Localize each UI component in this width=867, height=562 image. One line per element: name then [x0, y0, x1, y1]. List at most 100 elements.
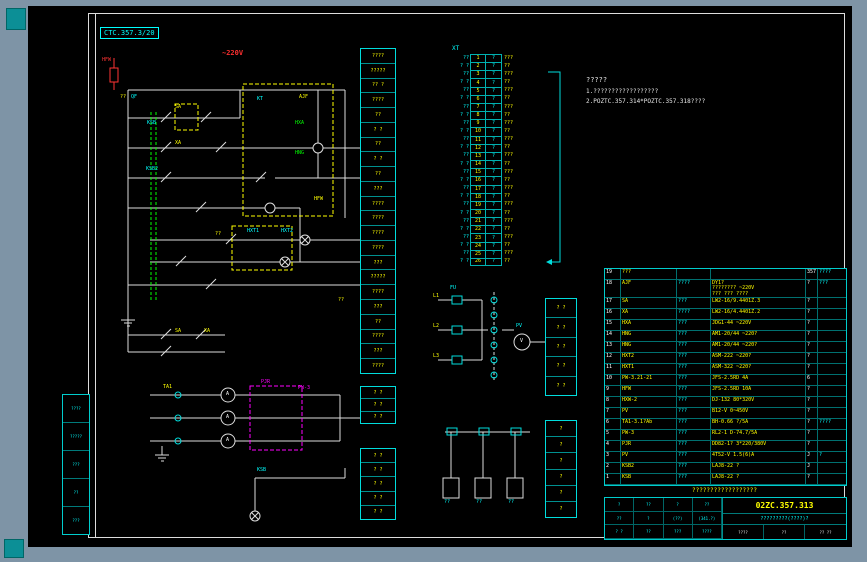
terminal-number: 15 [470, 168, 486, 177]
bom-row: 11 HXT1 ??? ASM-322 ~220? ? [605, 363, 846, 375]
terminal-cell: ????? [361, 64, 395, 79]
bom-code: HXW-2 [621, 396, 677, 407]
bom-name: ??? [677, 352, 711, 363]
terminal-cell: ? [546, 437, 576, 454]
bom-spec: AM1-20/44 ~220? [711, 341, 806, 352]
bom-note: ? [819, 451, 823, 458]
bom-spec: DD82-1? 3*220/380V [711, 440, 806, 451]
terminal-cell: ? ? [373, 414, 383, 421]
terminal-wire: ? [486, 249, 502, 258]
terminal-wire: ? [486, 200, 502, 209]
bom-qty: 357 [806, 269, 818, 279]
bom-spec: ASM-322 ~220? [711, 363, 806, 374]
terminal-table: ?? 1 ? ??? ? ? 2 ? ?? ?? 3 ? ??? ? ? 4 [450, 54, 546, 267]
terminal-cell: ? ? [373, 509, 383, 516]
bom-qty: ? [806, 341, 818, 352]
terminal-number: 13 [470, 151, 486, 161]
terminal-right-label: ?? [504, 242, 511, 249]
terminal-cell: ?? [361, 138, 395, 153]
terminal-cell: ???? [361, 93, 395, 109]
terminal-cell: ?? ? [361, 79, 395, 94]
note-line: 1.?????????????????? [586, 88, 659, 95]
terminal-right-label: ??? [504, 201, 514, 208]
bom-spec: JFS-2.5RD 10A [711, 385, 806, 396]
bom-qty: ? [806, 396, 818, 407]
terminal-number: 14 [470, 160, 486, 169]
bom-code: ??? [621, 269, 677, 279]
schematic-label: FU [450, 285, 457, 291]
schematic-label: XA [175, 140, 182, 146]
terminal-right-label: ??? [504, 87, 514, 94]
terminal-cell: ? ? [546, 338, 576, 358]
voltage-label: ~220V [222, 49, 244, 57]
revision-cell: ??? [63, 451, 89, 479]
bom-no: 19 [605, 269, 621, 279]
bom-qty: ? [806, 418, 818, 429]
bom-spec: JFS-2.5RD 4A [711, 374, 806, 385]
terminal-wire: ? [486, 160, 502, 169]
toolbar-button-bottom-left[interactable] [4, 539, 24, 558]
bom-qty: ? [806, 440, 818, 451]
terminal-number: 2 [470, 62, 486, 71]
terminal-table-title: XT [452, 45, 460, 52]
bom-qty: ? [806, 407, 818, 418]
terminal-table-row: ?? 9 ? ??? [450, 119, 546, 128]
terminal-cell: ???? [361, 197, 395, 212]
terminal-left-label: ?? [462, 217, 469, 224]
terminal-cell: ?? [361, 108, 395, 123]
schematic-label: HXT2 [281, 228, 294, 234]
bom-qty: J [806, 462, 818, 473]
title-block-cell: ???? [692, 525, 722, 540]
terminal-left-label: ? ? [459, 144, 469, 151]
wire-label: ?? [120, 94, 127, 100]
terminal-cell: ?? [361, 167, 395, 182]
device-label: ?? [508, 499, 515, 505]
bom-spec: B12-V 0~450V [711, 407, 806, 418]
terminal-table-row: ?? 15 ? ??? [450, 168, 546, 177]
bom-row: 14 HNG ??? AM1-20/44 ~220? ? [605, 330, 846, 342]
device-label: ?? [444, 499, 451, 505]
bom-name: ??? [677, 462, 711, 473]
bom-row: 15 HXA ??? JDG1-44 ~220V ? [605, 319, 846, 331]
terminal-cell: ? ? [361, 449, 395, 464]
bom-code: TA1-3.1?Ab [621, 418, 677, 429]
bom-qty: ? [806, 385, 818, 396]
bom-note [818, 463, 846, 473]
toolbar-button-top-left[interactable] [6, 8, 26, 30]
terminal-left-label: ?? [462, 168, 469, 175]
terminal-cell: ????? [361, 270, 395, 286]
title-block-grid: ? ?? ? ?? ?? ? (??) (341.?) ? ? ?? ??? ? [605, 498, 723, 540]
terminal-right-label: ??? [504, 54, 514, 61]
bom-row: 9 HFW ??? JFS-2.5RD 10A ? [605, 385, 846, 397]
terminal-right-label: ??? [504, 70, 514, 77]
bom-code: KSB2 [621, 462, 677, 473]
bom-qty: ? [806, 280, 818, 297]
bom-no: 2 [605, 462, 621, 473]
terminal-wire: ? [486, 102, 502, 112]
terminal-right-label: ?? [504, 95, 511, 102]
terminal-left-label: ?? [462, 70, 469, 77]
terminal-wire: ? [486, 54, 502, 63]
wire-label: ?? [215, 231, 222, 237]
bom-note [818, 342, 846, 352]
terminal-cell: ???? [361, 330, 395, 345]
terminal-cell: ???? [361, 49, 395, 64]
terminal-right-label: ??? [504, 136, 514, 143]
terminal-cell: ? [546, 421, 576, 438]
schematic-label: AJF [299, 94, 309, 100]
terminal-cell: ? [559, 506, 563, 513]
terminal-cell: ? ? [361, 463, 395, 478]
voltmeter-label: V [520, 338, 524, 344]
bom-no: 13 [605, 341, 621, 352]
terminal-wire: ? [486, 233, 502, 242]
bom-row: 7 PV ??? B12-V 0~450V ? [605, 407, 846, 419]
bom-no: 12 [605, 352, 621, 363]
terminal-wire: ? [486, 241, 502, 250]
title-block-right: 02ZC.357.313 ?????????(????)? ???? ?? ??… [723, 498, 846, 539]
terminal-strip-b2: ? ?? ?? ?? ?? ? [360, 448, 396, 520]
bom-qty: ? [806, 363, 818, 374]
terminal-number: 8 [470, 111, 486, 120]
bom-spec: LW2-16/4.4401Z.2 [711, 308, 806, 319]
schematic-label: PW-3 [298, 385, 311, 391]
bom-no: 4 [605, 440, 621, 451]
